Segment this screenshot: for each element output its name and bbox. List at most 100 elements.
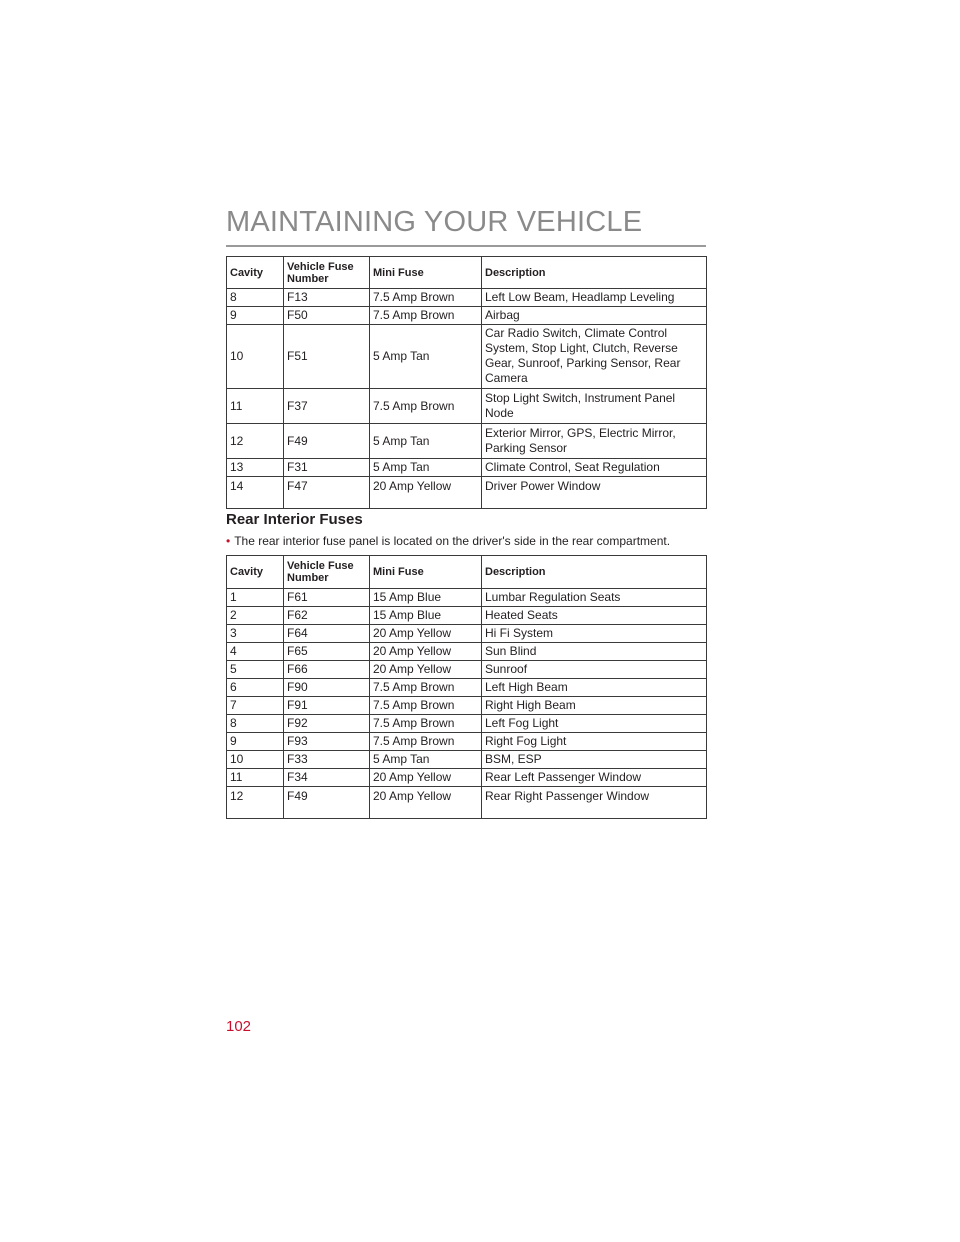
table-row: 3 F64 20 Amp Yellow Hi Fi System	[226, 624, 707, 643]
fuse-table-rear: Cavity Vehicle Fuse Number Mini Fuse Des…	[226, 555, 707, 819]
cell-fuse-number: F66	[283, 660, 370, 679]
cell-description: Airbag	[481, 306, 707, 325]
cell-cavity: 11	[226, 768, 284, 787]
cell-description: Driver Power Window	[481, 476, 707, 509]
column-header-cavity: Cavity	[226, 555, 284, 589]
cell-mini-fuse: 7.5 Amp Brown	[369, 732, 482, 751]
cell-cavity: 9	[226, 306, 284, 325]
section-title: Rear Interior Fuses	[226, 511, 363, 528]
table-row: 11 F37 7.5 Amp Brown Stop Light Switch, …	[226, 388, 707, 424]
cell-description: BSM, ESP	[481, 750, 707, 769]
cell-fuse-number: F37	[283, 388, 370, 424]
chapter-header: MAINTAINING YOUR VEHICLE	[226, 206, 643, 238]
cell-description: Hi Fi System	[481, 624, 707, 643]
cell-cavity: 14	[226, 476, 284, 509]
cell-mini-fuse: 7.5 Amp Brown	[369, 678, 482, 697]
cell-cavity: 6	[226, 678, 284, 697]
cell-cavity: 8	[226, 714, 284, 733]
cell-cavity: 2	[226, 606, 284, 625]
cell-mini-fuse: 15 Amp Blue	[369, 588, 482, 607]
cell-cavity: 4	[226, 642, 284, 661]
table-row: 9 F50 7.5 Amp Brown Airbag	[226, 306, 707, 325]
cell-description: Sunroof	[481, 660, 707, 679]
table-header-row: Cavity Vehicle Fuse Number Mini Fuse Des…	[226, 256, 707, 289]
table-row: 9 F93 7.5 Amp Brown Right Fog Light	[226, 732, 707, 751]
cell-description: Left Low Beam, Headlamp Leveling	[481, 288, 707, 307]
cell-mini-fuse: 20 Amp Yellow	[369, 642, 482, 661]
cell-mini-fuse: 20 Amp Yellow	[369, 768, 482, 787]
cell-cavity: 8	[226, 288, 284, 307]
column-header-mini-fuse: Mini Fuse	[369, 555, 482, 589]
cell-cavity: 1	[226, 588, 284, 607]
column-header-vehicle-fuse-number: Vehicle Fuse Number	[283, 555, 370, 589]
cell-fuse-number: F49	[283, 423, 370, 459]
cell-mini-fuse: 7.5 Amp Brown	[369, 288, 482, 307]
header-divider	[226, 245, 706, 247]
cell-description: Left High Beam	[481, 678, 707, 697]
bullet-note: •The rear interior fuse panel is located…	[226, 534, 706, 548]
table-row: 11 F34 20 Amp Yellow Rear Left Passenger…	[226, 768, 707, 787]
table-row: 12 F49 5 Amp Tan Exterior Mirror, GPS, E…	[226, 423, 707, 459]
cell-fuse-number: F13	[283, 288, 370, 307]
cell-description: Right High Beam	[481, 696, 707, 715]
cell-fuse-number: F91	[283, 696, 370, 715]
cell-mini-fuse: 15 Amp Blue	[369, 606, 482, 625]
table-row: 8 F13 7.5 Amp Brown Left Low Beam, Headl…	[226, 288, 707, 307]
cell-mini-fuse: 20 Amp Yellow	[369, 786, 482, 819]
cell-cavity: 12	[226, 786, 284, 819]
cell-mini-fuse: 5 Amp Tan	[369, 324, 482, 389]
cell-mini-fuse: 5 Amp Tan	[369, 458, 482, 477]
table-row: 8 F92 7.5 Amp Brown Left Fog Light	[226, 714, 707, 733]
page-number: 102	[226, 1018, 252, 1035]
cell-mini-fuse: 7.5 Amp Brown	[369, 388, 482, 424]
table-row: 6 F90 7.5 Amp Brown Left High Beam	[226, 678, 707, 697]
table-header-row: Cavity Vehicle Fuse Number Mini Fuse Des…	[226, 555, 707, 589]
cell-mini-fuse: 20 Amp Yellow	[369, 660, 482, 679]
cell-cavity: 10	[226, 324, 284, 389]
cell-fuse-number: F31	[283, 458, 370, 477]
cell-description: Car Radio Switch, Climate Control System…	[481, 324, 707, 389]
cell-fuse-number: F61	[283, 588, 370, 607]
cell-mini-fuse: 7.5 Amp Brown	[369, 306, 482, 325]
cell-fuse-number: F65	[283, 642, 370, 661]
column-header-vehicle-fuse-number: Vehicle Fuse Number	[283, 256, 370, 289]
fuse-table-front: Cavity Vehicle Fuse Number Mini Fuse Des…	[226, 256, 707, 509]
cell-fuse-number: F50	[283, 306, 370, 325]
table-row: 10 F51 5 Amp Tan Car Radio Switch, Clima…	[226, 324, 707, 389]
cell-fuse-number: F93	[283, 732, 370, 751]
cell-mini-fuse: 7.5 Amp Brown	[369, 696, 482, 715]
table-row: 7 F91 7.5 Amp Brown Right High Beam	[226, 696, 707, 715]
cell-fuse-number: F47	[283, 476, 370, 509]
cell-description: Exterior Mirror, GPS, Electric Mirror, P…	[481, 423, 707, 459]
cell-cavity: 12	[226, 423, 284, 459]
cell-cavity: 11	[226, 388, 284, 424]
cell-cavity: 9	[226, 732, 284, 751]
cell-description: Stop Light Switch, Instrument Panel Node	[481, 388, 707, 424]
cell-fuse-number: F64	[283, 624, 370, 643]
cell-mini-fuse: 20 Amp Yellow	[369, 476, 482, 509]
cell-cavity: 13	[226, 458, 284, 477]
column-header-description: Description	[481, 555, 707, 589]
column-header-description: Description	[481, 256, 707, 289]
table-row: 12 F49 20 Amp Yellow Rear Right Passenge…	[226, 786, 707, 819]
cell-mini-fuse: 5 Amp Tan	[369, 423, 482, 459]
cell-description: Climate Control, Seat Regulation	[481, 458, 707, 477]
cell-description: Left Fog Light	[481, 714, 707, 733]
cell-fuse-number: F62	[283, 606, 370, 625]
cell-description: Rear Left Passenger Window	[481, 768, 707, 787]
column-header-cavity: Cavity	[226, 256, 284, 289]
cell-mini-fuse: 20 Amp Yellow	[369, 624, 482, 643]
bullet-dot-icon: •	[226, 534, 231, 548]
table-row: 1 F61 15 Amp Blue Lumbar Regulation Seat…	[226, 588, 707, 607]
table-row: 4 F65 20 Amp Yellow Sun Blind	[226, 642, 707, 661]
cell-fuse-number: F92	[283, 714, 370, 733]
column-header-mini-fuse: Mini Fuse	[369, 256, 482, 289]
table-row: 14 F47 20 Amp Yellow Driver Power Window	[226, 476, 707, 509]
cell-cavity: 7	[226, 696, 284, 715]
cell-description: Right Fog Light	[481, 732, 707, 751]
cell-description: Rear Right Passenger Window	[481, 786, 707, 819]
table-row: 5 F66 20 Amp Yellow Sunroof	[226, 660, 707, 679]
cell-description: Sun Blind	[481, 642, 707, 661]
cell-cavity: 3	[226, 624, 284, 643]
cell-description: Heated Seats	[481, 606, 707, 625]
